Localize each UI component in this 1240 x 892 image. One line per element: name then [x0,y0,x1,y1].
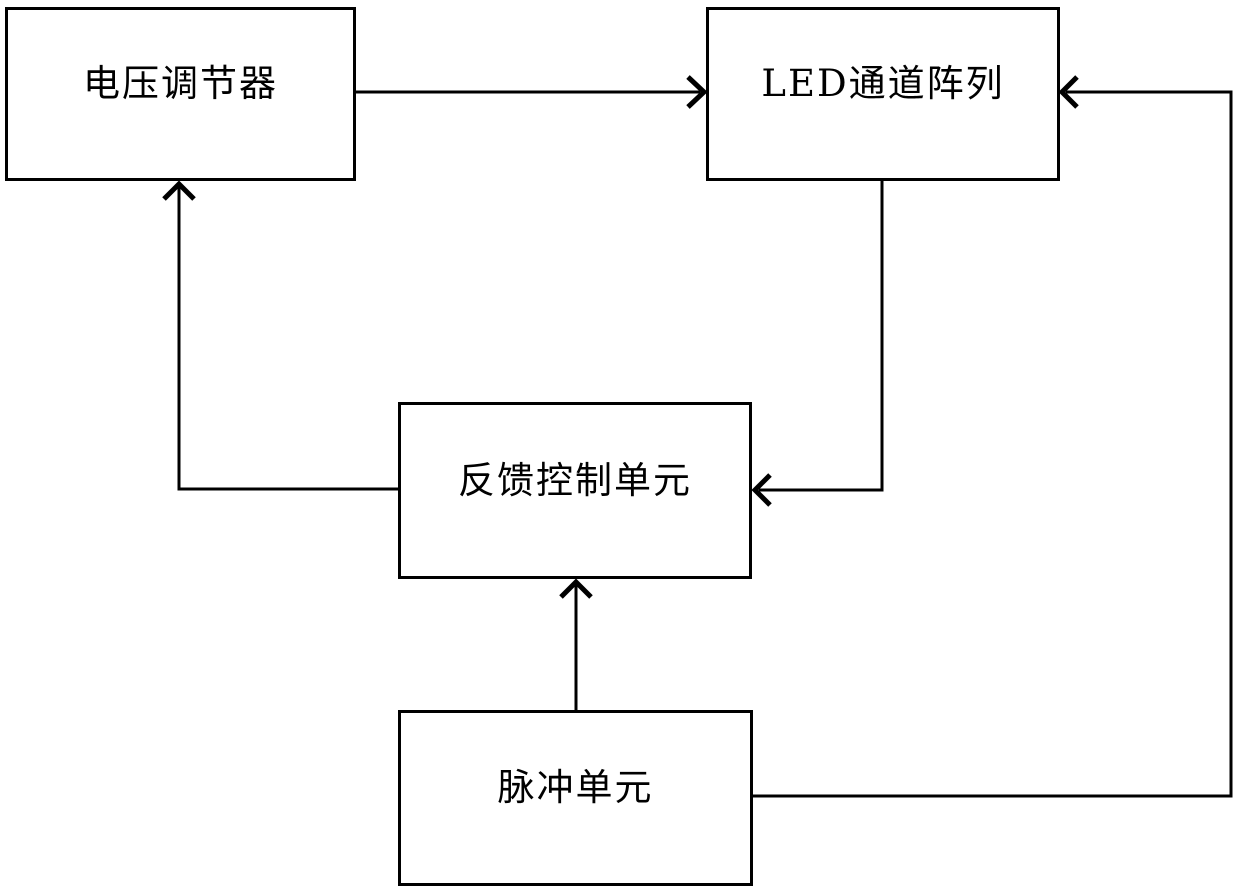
edge-led-channel-array-to-feedback-control-unit [751,181,884,507]
node-voltage-regulator-label: 电压调节器 [83,62,278,105]
arrowhead-right-icon [686,75,708,109]
edge-pulse-unit-to-led-channel-array [753,75,1233,798]
node-led-channel-array-label: LED通道阵列 [761,62,1005,105]
arrowhead-left-icon [1058,75,1079,109]
arrowhead-up-icon [162,180,196,201]
node-voltage-regulator: 电压调节器 [5,7,356,181]
node-led-channel-array: LED通道阵列 [706,7,1060,181]
node-feedback-control-unit-label: 反馈控制单元 [458,458,692,502]
arrowhead-left-icon [751,473,772,507]
node-pulse-unit: 脉冲单元 [398,710,753,886]
edge-voltage-regulator-to-led-channel-array [356,75,708,109]
edge-pulse-unit-to-feedback-control-unit [559,578,593,710]
node-pulse-unit-label: 脉冲单元 [497,766,654,809]
node-feedback-control-unit: 反馈控制单元 [398,402,752,579]
arrowhead-up-icon [559,578,593,599]
edge-feedback-control-unit-to-voltage-regulator [162,180,398,491]
